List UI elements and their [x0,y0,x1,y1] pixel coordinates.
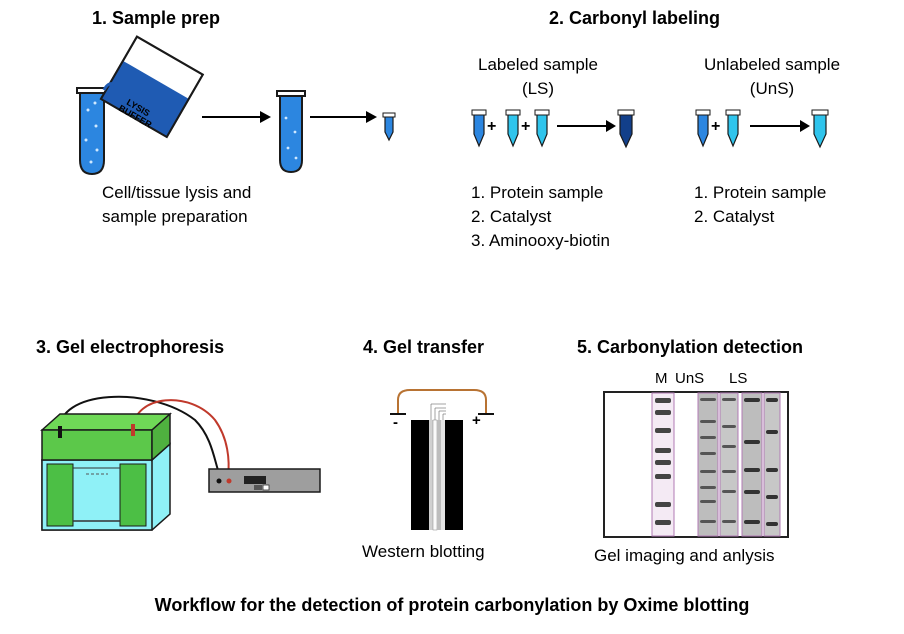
svg-text:+: + [521,118,530,135]
minus-sign: - [393,414,398,431]
marker-band [655,520,671,525]
lysate-tube [276,90,306,174]
ls-band [766,495,778,499]
uns-item: 1. Protein sample [694,183,827,202]
blot-bands [655,398,778,526]
lane-label-ls: LS [729,370,748,387]
marker-band [655,460,671,465]
electrophoresis-tank [40,395,321,531]
uns-items: 1. Protein sample 2. Catalyst [694,181,826,229]
uns-title-line1: Unlabeled sample [703,55,841,74]
ls-items: 1. Protein sample 2. Catalyst 3. Aminoox… [471,181,610,253]
ls-band [744,398,760,402]
uns-band [700,520,716,523]
lysis-tube-large [76,87,108,176]
lane-label-m: M [655,370,668,387]
uns-item: 2. Catalyst [694,207,775,226]
step-1-caption-line2: sample preparation [102,207,248,226]
ls-band [766,522,778,526]
lane-label-uns: UnS [675,370,705,387]
transfer-sandwich [390,389,494,531]
ls-band [766,398,778,402]
marker-band [655,474,671,479]
blot-image [603,391,789,538]
svg-text:+: + [711,118,720,135]
ls-item: 1. Protein sample [471,183,604,202]
ls-band [766,468,778,472]
uns-title-line2: (UnS) [749,79,795,98]
marker-band [655,398,671,403]
uns-band [722,490,736,493]
step-1-caption-line1: Cell/tissue lysis and [102,183,252,202]
ls-title-line1: Labeled sample [477,55,599,74]
step-1-title: 1. Sample prep [92,8,221,28]
uns-band [722,425,736,428]
marker-band [655,448,671,453]
uns-band [700,500,716,503]
marker-band [655,410,671,415]
uns-band [722,398,736,401]
ls-reaction: + + [471,109,635,149]
ls-title: Labeled sample (LS) [456,53,620,101]
ls-band [766,430,778,434]
marker-band [655,502,671,507]
uns-band [722,470,736,473]
step-2-title: 2. Carbonyl labeling [549,8,721,28]
figure-caption: Workflow for the detection of protein ca… [154,595,750,615]
ls-item: 2. Catalyst [471,207,552,226]
step-4-caption: Western blotting [362,542,485,561]
step-5-caption: Gel imaging and anlysis [594,546,775,565]
uns-band [700,420,716,423]
svg-text:+: + [487,118,496,135]
uns-band [700,436,716,439]
ls-band [744,440,760,444]
marker-band [655,428,671,433]
step-5-title: 5. Carbonylation detection [577,337,804,357]
step-4-title: 4. Gel transfer [363,337,485,357]
uns-band [722,520,736,523]
uns-band [722,445,736,448]
step-3-title: 3. Gel electrophoresis [36,337,225,357]
ls-band [744,520,760,524]
uns-reaction: + [695,109,829,149]
plus-sign: + [472,412,481,429]
ls-title-line2: (LS) [521,79,555,98]
uns-band [700,398,716,401]
uns-band [700,470,716,473]
ls-band [744,490,760,494]
uns-band [700,486,716,489]
prepared-sample-tube [382,112,396,142]
ls-band [744,468,760,472]
uns-band [700,452,716,455]
step-1-caption: Cell/tissue lysis and sample preparation [102,181,251,229]
ls-item: 3. Aminooxy-biotin [471,231,610,250]
lysis-buffer-bottle [99,35,205,139]
uns-title: Unlabeled sample (UnS) [684,53,860,101]
